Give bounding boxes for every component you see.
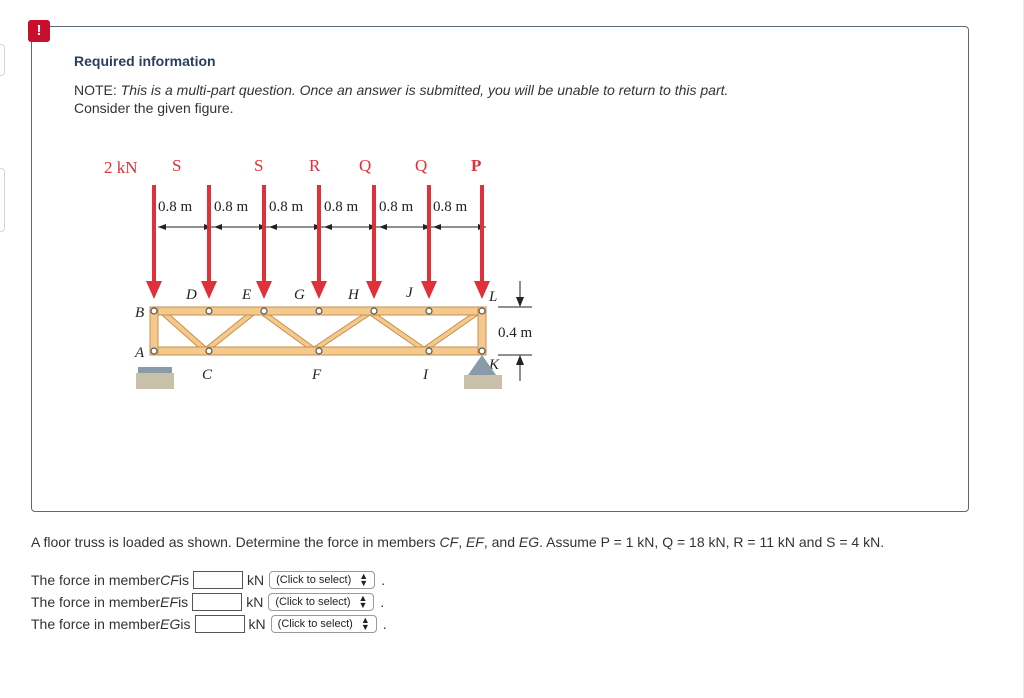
select-arrows-icon: ▲▼	[360, 615, 370, 632]
member-name: EG	[160, 616, 181, 632]
question-prefix: A floor truss is loaded as shown. Determ…	[31, 534, 440, 550]
unit-label: kN	[246, 594, 264, 610]
ground-block	[136, 373, 174, 389]
unit-label: kN	[246, 572, 265, 588]
select-arrows-icon: ▲▼	[358, 593, 368, 610]
select-value: (Click to select)	[276, 574, 352, 586]
tension-compression-select-cf[interactable]: (Click to select) ▲▼	[269, 571, 376, 589]
node-label: B	[135, 305, 144, 321]
node-label: A	[134, 345, 145, 361]
question-suffix: . Assume P = 1 kN, Q = 18 kN, R = 11 kN …	[539, 534, 885, 550]
spacing-label: 0.8 m	[324, 199, 359, 215]
member-name: CF	[160, 572, 179, 588]
force-input-ef[interactable]	[192, 593, 243, 611]
node-label: C	[202, 367, 213, 383]
spacing-label: 0.8 m	[214, 199, 249, 215]
period: .	[381, 572, 386, 588]
period: .	[382, 616, 387, 632]
member-name: EF	[160, 594, 179, 610]
load-label: R	[309, 156, 321, 175]
answer-is: is	[180, 616, 191, 632]
node-label: J	[406, 285, 414, 301]
spacing-label: 0.8 m	[433, 199, 468, 215]
load-label: Q	[415, 156, 427, 175]
select-value: (Click to select)	[277, 618, 353, 630]
answer-is: is	[178, 594, 189, 610]
force-input-cf[interactable]	[192, 571, 243, 589]
load-label: 2 kN	[104, 158, 138, 177]
truss-figure: 2 kN S S R Q Q P 0.8 m 0.8 m 0.8 m 0.8 m…	[104, 156, 533, 389]
required-info-panel: Required information NOTE: This is a mul…	[31, 26, 969, 512]
member-name: CF	[439, 534, 459, 550]
node-label: H	[347, 287, 360, 303]
height-label: 0.4 m	[498, 325, 533, 341]
node-label: L	[488, 289, 497, 305]
node-label: E	[241, 287, 251, 303]
node-label: G	[294, 287, 305, 303]
answer-label: The force in member	[31, 616, 161, 632]
ground-block	[464, 375, 502, 389]
tension-compression-select-eg[interactable]: (Click to select) ▲▼	[270, 615, 377, 633]
alert-icon: !	[28, 20, 50, 42]
answer-row-ef: The force in member EF is kN (Click to s…	[31, 592, 384, 612]
side-tab	[0, 44, 5, 76]
member-name: EG	[518, 534, 540, 550]
spacing-label: 0.8 m	[269, 199, 304, 215]
spacing-label: 0.8 m	[379, 199, 414, 215]
answer-label: The force in member	[31, 572, 161, 588]
load-label: Q	[359, 156, 371, 175]
member-name: EF	[465, 534, 484, 550]
load-label: S	[172, 156, 181, 175]
question-sep: ,	[458, 534, 466, 550]
load-label: P	[471, 156, 481, 175]
answer-row-cf: The force in member CF is kN (Click to s…	[31, 570, 385, 590]
pin-support	[468, 355, 496, 375]
question-sep: , and	[483, 534, 519, 550]
select-arrows-icon: ▲▼	[359, 571, 369, 588]
period: .	[380, 594, 385, 610]
note-label: NOTE:	[74, 82, 117, 98]
spacing-label: 0.8 m	[158, 199, 193, 215]
load-label: S	[254, 156, 263, 175]
side-tab	[0, 168, 5, 232]
question-text: A floor truss is loaded as shown. Determ…	[31, 534, 884, 550]
consider-text: Consider the given figure.	[74, 100, 234, 116]
node-label: I	[422, 367, 429, 383]
select-value: (Click to select)	[275, 596, 351, 608]
force-input-eg[interactable]	[194, 615, 245, 633]
roller-support	[138, 367, 172, 373]
note-text: This is a multi-part question. Once an a…	[120, 82, 729, 98]
answer-label: The force in member	[31, 594, 161, 610]
panel-note: NOTE: This is a multi-part question. Onc…	[74, 81, 728, 117]
panel-title: Required information	[74, 53, 216, 69]
answer-is: is	[178, 572, 189, 588]
node-label: D	[185, 287, 197, 303]
answer-row-eg: The force in member EG is kN (Click to s…	[31, 614, 387, 634]
unit-label: kN	[248, 616, 266, 632]
node-label: F	[311, 367, 322, 383]
tension-compression-select-ef[interactable]: (Click to select) ▲▼	[268, 593, 375, 611]
